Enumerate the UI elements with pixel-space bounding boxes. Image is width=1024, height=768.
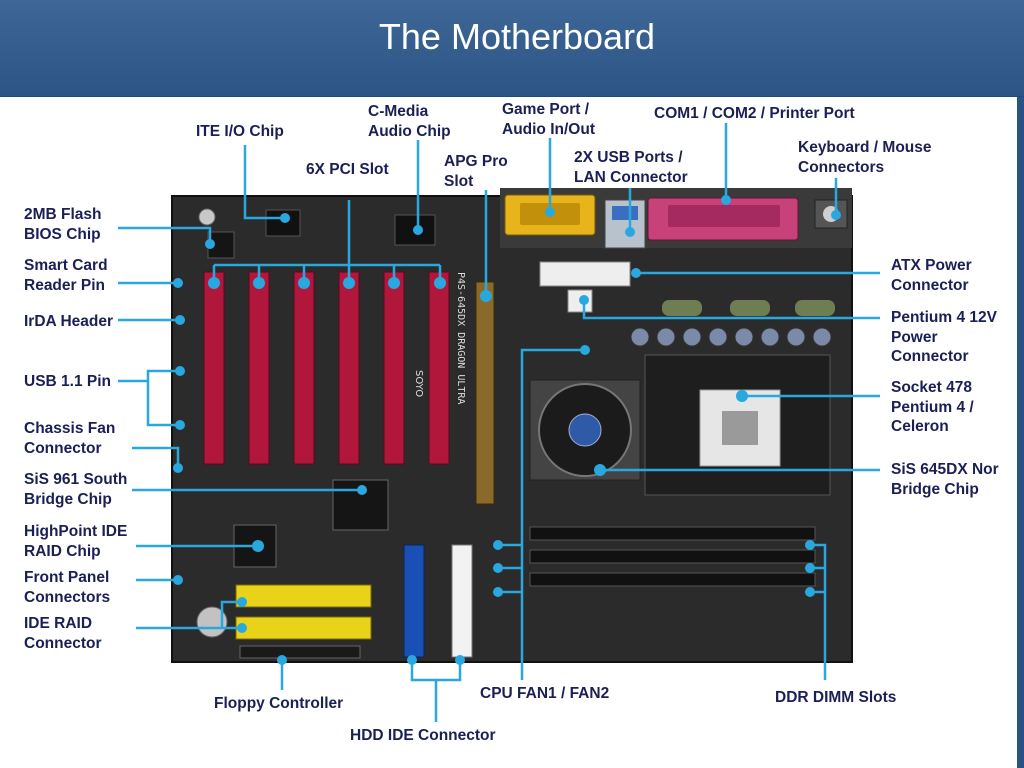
raid-chip [233, 524, 277, 568]
label-smart-card: Smart Card Reader Pin [24, 257, 108, 294]
label-p4-12v: Pentium 4 12V Power Connector [891, 309, 997, 365]
callout-dots [173, 195, 841, 665]
label-floppy: Floppy Controller [214, 695, 344, 712]
label-pci-slot: 6X PCI Slot [306, 161, 389, 178]
hdd-ide-connector-blue [403, 544, 425, 658]
label-agp-slot: APG Pro Slot [444, 153, 508, 190]
hdd-ide-connector-white [451, 544, 473, 658]
bios-chip [207, 231, 235, 259]
ide-raid-connector-1 [235, 584, 372, 608]
label-socket478: Socket 478 Pentium 4 / Celeron [891, 379, 974, 435]
capacitor-row [630, 327, 832, 347]
label-ddr-dimm: DDR DIMM Slots [775, 689, 897, 706]
pci-slots [203, 271, 450, 465]
pcb-brand-text: SOYO [413, 370, 424, 397]
label-cmedia-audio: C-Media Audio Chip [368, 103, 451, 140]
label-hdd-ide: HDD IDE Connector [350, 727, 496, 744]
slide-right-border [1017, 97, 1024, 768]
label-atx-power: ATX Power Connector [891, 257, 972, 294]
label-usb-lan: 2X USB Ports / LAN Connector [574, 149, 688, 186]
label-usb11: USB 1.1 Pin [24, 373, 111, 390]
label-com-ports: COM1 / COM2 / Printer Port [654, 105, 855, 122]
label-highpoint: HighPoint IDE RAID Chip [24, 523, 128, 560]
ide-raid-connector-2 [235, 616, 372, 640]
label-cpu-fan: CPU FAN1 / FAN2 [480, 685, 610, 702]
agp-slot [475, 281, 495, 505]
pcb-model-text: P4S-645DX DRAGON ULTRA [455, 272, 466, 404]
usb-lan-connector [604, 199, 646, 249]
label-front-panel: Front Panel Connectors [24, 569, 111, 606]
label-game-port: Game Port / Audio In/Out [502, 101, 595, 138]
label-keyboard-mouse: Keyboard / Mouse Connectors [798, 139, 932, 176]
label-ite-io-chip: ITE I/O Chip [196, 123, 284, 140]
label-flash-bios: 2MB Flash BIOS Chip [24, 206, 102, 243]
atx-power-connector [539, 261, 631, 287]
label-sis645: SiS 645DX Nor Bridge Chip [891, 461, 999, 498]
floppy-connector [239, 645, 361, 659]
label-sis961: SiS 961 South Bridge Chip [24, 471, 128, 508]
south-bridge-chip [332, 479, 389, 531]
label-ide-raid: IDE RAID Connector [24, 615, 102, 652]
label-chassis-fan: Chassis Fan Connector [24, 420, 116, 457]
label-irda: IrDA Header [24, 313, 114, 330]
slide-header [0, 0, 1024, 96]
dimm-slots [529, 526, 816, 587]
callout-lines [118, 123, 880, 722]
slide-title: The Motherboard [378, 16, 656, 57]
